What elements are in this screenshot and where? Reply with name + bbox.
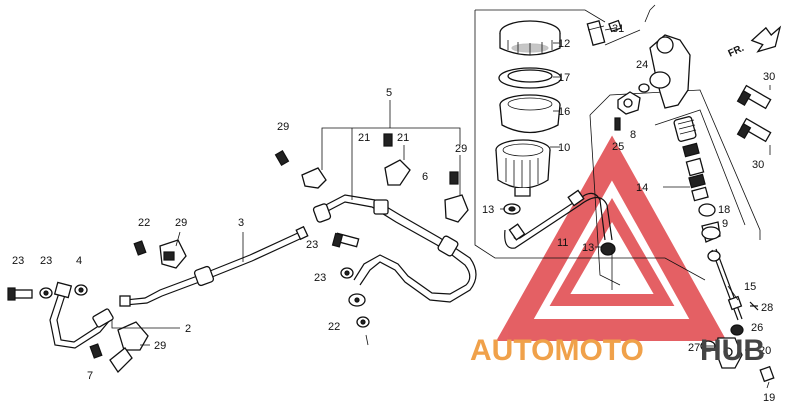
push-rod-15 <box>707 248 743 321</box>
callout-9: 9 <box>722 218 728 230</box>
callout-17: 17 <box>558 72 570 84</box>
bolt-22-middle <box>331 232 360 248</box>
callout-28: 28 <box>761 302 773 314</box>
watermark-logo <box>496 135 727 341</box>
nut-26 <box>730 324 744 336</box>
brake-hose-5 <box>312 194 477 307</box>
joint-8 <box>617 91 641 115</box>
front-direction-arrow: FR. <box>727 25 782 60</box>
clamp-5-left <box>301 167 327 189</box>
master-cylinder-body <box>608 19 691 109</box>
callout-4: 2 <box>185 323 191 335</box>
oring-24 <box>638 83 650 93</box>
callout-29-e: 7 <box>87 370 93 382</box>
bolt-22-left <box>7 287 33 301</box>
callout-16: 16 <box>558 106 570 118</box>
watermark-part1: AUTOMOTO <box>470 334 644 367</box>
reservoir-plate <box>498 67 562 89</box>
washer-23-d <box>74 284 88 296</box>
clamp-21-upper <box>384 159 411 186</box>
washer-23-c <box>39 287 53 299</box>
callout-25: 25 <box>612 141 624 153</box>
callout-5: 5 <box>386 87 392 99</box>
bolt-29-c <box>449 171 459 185</box>
callout-19: 19 <box>763 392 775 404</box>
callout-21-lower: 29 <box>455 143 467 155</box>
reservoir-tank <box>495 139 551 197</box>
callout-3: 29 <box>175 217 187 229</box>
callout-labels: 31 12 17 16 10 24 8 25 13 11 13 14 18 9 … <box>12 23 775 404</box>
clamp-3 <box>159 239 187 269</box>
watermark-text: AUTOMOTO HUB <box>470 334 765 367</box>
bolt-29-d <box>133 240 147 256</box>
callout-23-a: 23 <box>314 272 326 284</box>
clamp-2 <box>109 321 149 374</box>
pin-19 <box>759 365 775 383</box>
pin-28 <box>749 301 759 311</box>
callout-6: 3 <box>238 217 244 229</box>
clevis-20 <box>700 337 743 369</box>
callout-30-lower: 30 <box>752 159 764 171</box>
bolt-31 <box>586 20 606 46</box>
piston-set <box>673 116 709 202</box>
callout-31: 31 <box>612 23 624 35</box>
boot-9 <box>701 221 721 243</box>
callout-29-c: 6 <box>422 171 428 183</box>
callout-14: 14 <box>636 182 648 194</box>
callout-15: 15 <box>744 281 756 293</box>
callout-8: 8 <box>630 129 636 141</box>
callout-23-d: 4 <box>76 255 82 267</box>
reservoir-hose <box>504 189 613 249</box>
callout-29-d: 22 <box>138 217 150 229</box>
callout-11: 11 <box>557 237 568 249</box>
callout-22-left: 23 <box>12 255 24 267</box>
hose-clip-lower <box>600 242 616 256</box>
callout-30-upper: 30 <box>763 71 775 83</box>
reservoir-cap <box>499 20 561 56</box>
callout-22-middle: 23 <box>306 239 318 251</box>
brake-pipe-6 <box>119 225 309 307</box>
brake-hose-4 <box>49 281 114 349</box>
callout-13-lower: 13 <box>582 242 594 254</box>
bolt-29-b <box>383 133 393 147</box>
washer-23-a <box>340 267 354 279</box>
callout-24: 24 <box>636 59 648 71</box>
front-direction-label: FR. <box>727 43 746 60</box>
bolt-29-e <box>89 343 103 359</box>
callout-21-upper: 21 <box>397 132 409 144</box>
callout-29-b: 21 <box>358 132 370 144</box>
circlip-18 <box>698 203 716 217</box>
callout-18: 18 <box>718 204 730 216</box>
callout-12: 12 <box>558 38 570 50</box>
callout-27: 27 <box>688 342 700 354</box>
clamp-21-lower <box>444 194 469 223</box>
callout-10: 10 <box>558 142 570 154</box>
reservoir-diaphragm <box>499 94 561 134</box>
callout-2: 29 <box>154 340 166 352</box>
callout-13-upper: 13 <box>482 204 494 216</box>
bolt-30-upper <box>736 84 772 110</box>
callout-26: 26 <box>751 322 763 334</box>
reservoir-frame <box>474 4 761 286</box>
callout-20: 20 <box>759 345 771 357</box>
callout-23-b: 22 <box>328 321 340 333</box>
leader-lines <box>111 27 771 389</box>
watermark-part2: HUB <box>700 334 765 367</box>
washer-23-b <box>356 316 370 328</box>
bolt-29-a <box>274 149 290 167</box>
callout-29-a: 29 <box>277 121 289 133</box>
callout-23-c: 23 <box>40 255 52 267</box>
screw-25 <box>614 117 621 131</box>
bolt-30-lower <box>736 117 772 143</box>
hose-clip-upper <box>503 203 521 215</box>
